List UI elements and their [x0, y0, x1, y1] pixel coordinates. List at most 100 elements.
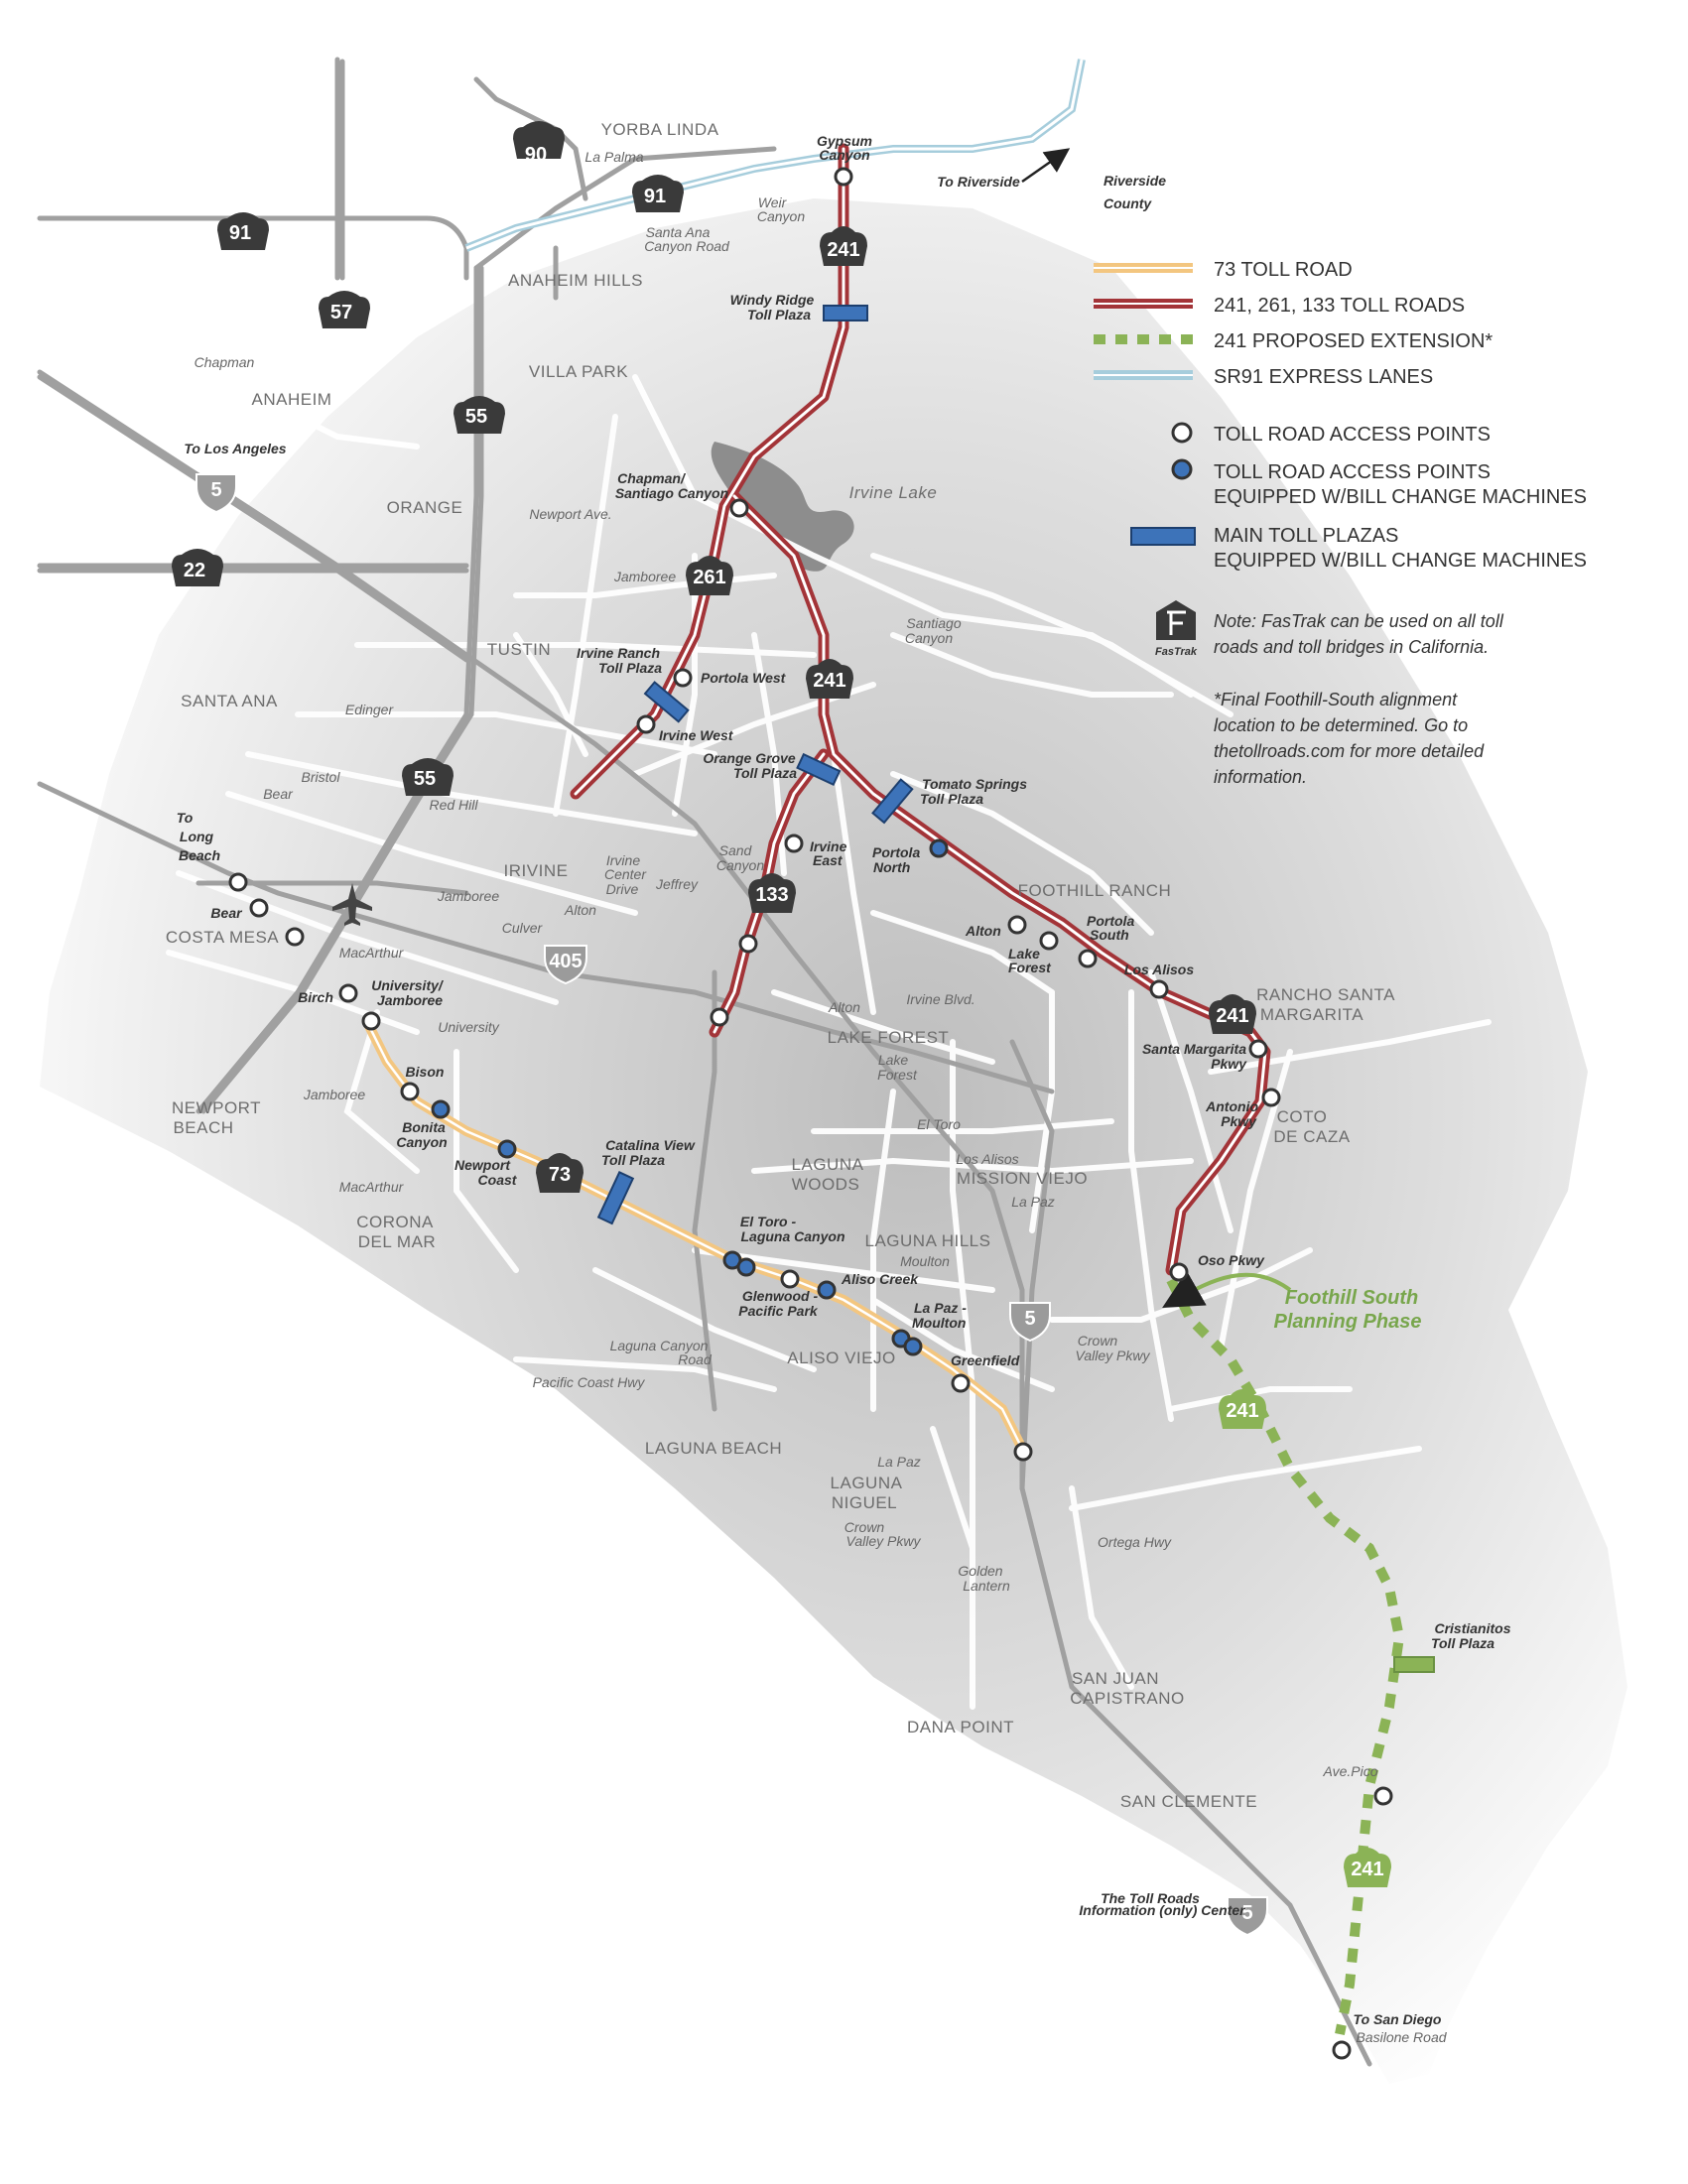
street-labels: La Palma Santa Ana Canyon Road Weir Cany…	[195, 149, 1378, 1779]
orange-grove-plaza	[796, 752, 842, 787]
svg-text:Santiago Canyon: Santiago Canyon	[615, 485, 728, 501]
aliso-creek-exit	[817, 1280, 837, 1300]
city-tustin: TUSTIN	[487, 640, 551, 659]
legend-plaza: MAIN TOLL PLAZAS EQUIPPED W/BILL CHANGE …	[1130, 525, 1587, 572]
svg-text:22: 22	[184, 560, 205, 581]
svg-text:Valley Pkwy: Valley Pkwy	[846, 1533, 922, 1549]
to-riverside: To Riverside	[937, 174, 1020, 190]
svg-text:MAIN TOLL PLAZAS: MAIN TOLL PLAZAS	[1214, 525, 1398, 547]
svg-text:Pkwy: Pkwy	[1221, 1113, 1257, 1129]
svg-text:La Paz -: La Paz -	[914, 1300, 967, 1316]
svg-text:Golden: Golden	[958, 1563, 1002, 1579]
svg-text:55: 55	[465, 406, 487, 428]
svg-text:Ortega Hwy: Ortega Hwy	[1098, 1534, 1172, 1550]
svg-text:5: 5	[1024, 1308, 1035, 1330]
interstate-405: 405	[544, 945, 587, 985]
svg-text:Irvine: Irvine	[606, 852, 640, 868]
svg-text:Irvine West: Irvine West	[659, 727, 734, 743]
city-orange: ORANGE	[387, 498, 463, 517]
svg-text:Note: FasTrak can be used on a: Note: FasTrak can be used on all toll	[1214, 611, 1504, 631]
svg-text:Windy Ridge: Windy Ridge	[730, 292, 815, 308]
gypsum-exit	[834, 167, 853, 187]
newport-coast-exit	[497, 1139, 517, 1159]
svg-text:91: 91	[644, 186, 666, 207]
bonita-exit	[431, 1099, 451, 1119]
city-newport-beach: NEWPORT	[172, 1098, 261, 1117]
catalina-view-plaza	[596, 1171, 635, 1225]
svg-text:FasTrak: FasTrak	[1155, 646, 1198, 658]
svg-text:Irvine Blvd.: Irvine Blvd.	[906, 991, 974, 1007]
county-label: Riverside County	[1104, 173, 1166, 211]
svg-text:Toll Plaza: Toll Plaza	[920, 791, 983, 807]
city-san-clemente: SAN CLEMENTE	[1120, 1792, 1257, 1811]
svg-text:location to be determined. Go: location to be determined. Go to	[1214, 715, 1468, 735]
exit-73-end	[1013, 1442, 1033, 1462]
svg-text:Bison: Bison	[406, 1064, 445, 1080]
local-roads	[166, 374, 1492, 1710]
svg-text:Canyon: Canyon	[716, 857, 764, 873]
svg-text:133: 133	[755, 884, 788, 906]
svg-text:Birch: Birch	[298, 989, 333, 1005]
city-anaheim-hills: ANAHEIM HILLS	[508, 271, 643, 290]
svg-text:Forest: Forest	[1008, 960, 1052, 975]
svg-text:Portola: Portola	[872, 844, 920, 860]
svg-text:Catalina View: Catalina View	[605, 1137, 696, 1153]
city-corona-del-mar-2: DEL MAR	[358, 1232, 436, 1251]
shield-90: 90	[513, 121, 565, 166]
svg-text:Ave.Pico: Ave.Pico	[1323, 1763, 1378, 1779]
svg-text:El Toro -: El Toro -	[740, 1214, 797, 1229]
svg-text:University/: University/	[371, 977, 445, 993]
svg-text:5: 5	[210, 479, 221, 501]
svg-text:Jamboree: Jamboree	[303, 1087, 365, 1102]
svg-text:Bear: Bear	[263, 786, 294, 802]
svg-text:Canyon: Canyon	[757, 208, 805, 224]
svg-text:241: 241	[827, 239, 859, 261]
city-aliso-viejo: ALISO VIEJO	[787, 1349, 895, 1367]
svg-text:Lantern: Lantern	[963, 1578, 1010, 1594]
svg-text:Culver: Culver	[502, 920, 544, 936]
svg-text:TOLL ROAD ACCESS POINTS: TOLL ROAD ACCESS POINTS	[1214, 424, 1491, 446]
svg-text:thetollroads.com for more deta: thetollroads.com for more detailed	[1214, 741, 1485, 761]
svg-text:241: 241	[1216, 1005, 1248, 1027]
svg-text:Drive: Drive	[606, 881, 639, 897]
proposed-241-extension	[1166, 1277, 1405, 2035]
svg-text:Riverside: Riverside	[1104, 173, 1166, 189]
svg-text:Laguna Canyon: Laguna Canyon	[610, 1338, 709, 1353]
svg-text:South: South	[1090, 927, 1129, 943]
svg-text:Laguna Canyon: Laguna Canyon	[740, 1228, 844, 1244]
shield-73: 73	[536, 1153, 584, 1193]
svg-text:roads and toll bridges in Cali: roads and toll bridges in California.	[1214, 637, 1489, 657]
windy-ridge-plaza	[823, 305, 868, 321]
freeways	[37, 57, 1372, 2067]
svg-text:Sand: Sand	[719, 842, 753, 858]
svg-text:Alton: Alton	[828, 999, 860, 1015]
svg-text:Jamboree: Jamboree	[613, 569, 676, 584]
city-foothill-ranch: FOOTHILL RANCH	[1018, 881, 1172, 900]
svg-text:Portola West: Portola West	[701, 670, 787, 686]
svg-text:Los Alisos: Los Alisos	[1124, 962, 1194, 977]
santa-margarita-exit	[1248, 1039, 1268, 1059]
svg-text:Crown: Crown	[844, 1519, 885, 1535]
legend-access: TOLL ROAD ACCESS POINTS	[1171, 422, 1491, 446]
cristianitos-plaza	[1393, 1656, 1435, 1673]
svg-text:Forest: Forest	[877, 1067, 918, 1083]
shield-241-proposed-a: 241	[1219, 1389, 1266, 1429]
interstate-5-south: 5	[1227, 1896, 1268, 1937]
svg-text:Newport: Newport	[454, 1157, 511, 1173]
svg-text:Antonio: Antonio	[1205, 1098, 1258, 1114]
city-corona-del-mar: CORONA	[356, 1213, 434, 1231]
birch-exit	[338, 983, 358, 1003]
svg-text:Jeffrey: Jeffrey	[655, 876, 699, 892]
svg-text:405: 405	[549, 951, 582, 972]
svg-text:Irvine: Irvine	[810, 838, 847, 854]
svg-text:Portola: Portola	[1087, 913, 1134, 929]
interstate-shields: 5 405 5 5	[195, 473, 1268, 1937]
svg-text:Red Hill: Red Hill	[429, 797, 478, 813]
svg-text:Aliso Creek: Aliso Creek	[841, 1271, 919, 1287]
city-laguna-niguel: LAGUNA	[831, 1474, 903, 1492]
svg-text:*Final Foothill-South alignmen: *Final Foothill-South alignment	[1214, 690, 1458, 709]
svg-text:241: 241	[1226, 1400, 1258, 1422]
svg-text:Canyon: Canyon	[905, 630, 953, 646]
oso-exit	[1169, 1262, 1189, 1282]
